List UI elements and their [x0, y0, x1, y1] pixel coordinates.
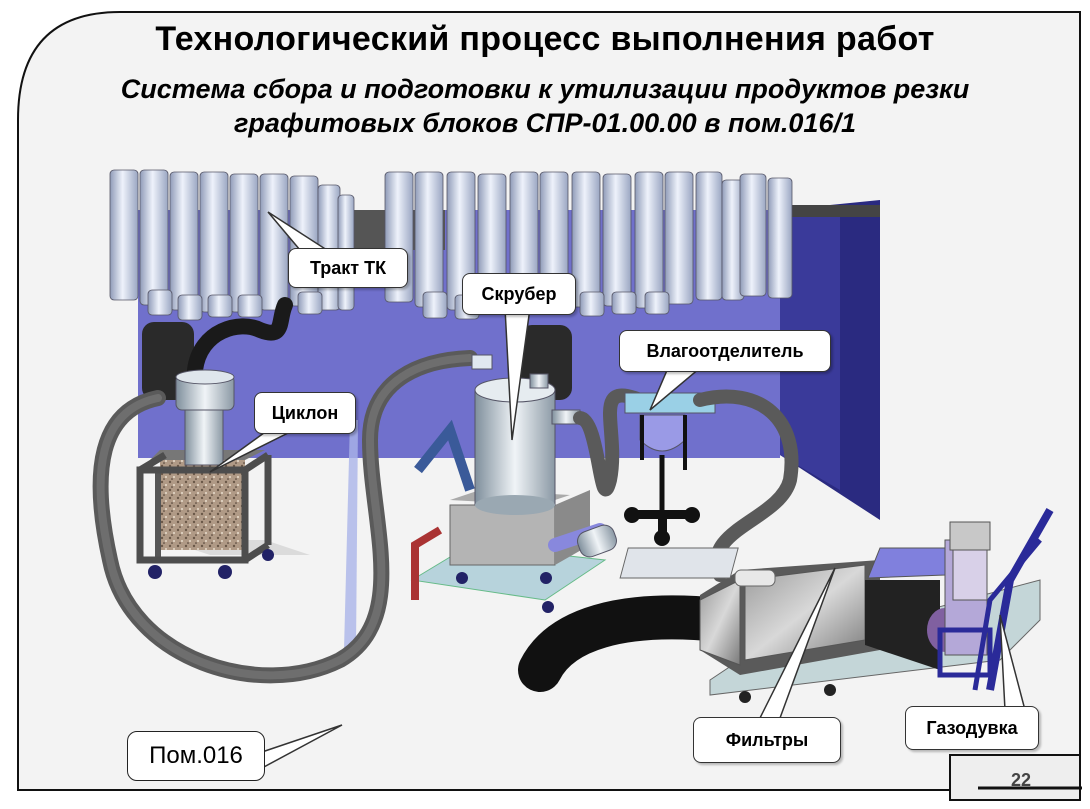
hose-main-inner	[96, 354, 474, 680]
hose-cyclone-inlet	[187, 297, 293, 378]
label-blower: Газодувка	[905, 706, 1039, 750]
slide-subtitle: Система сбора и подготовки к утилизации …	[0, 72, 1090, 140]
wall-top-dark	[780, 205, 880, 217]
pipe-group-left	[109, 169, 355, 321]
hose-scrubber-separator	[573, 388, 647, 497]
exhaust-hose	[518, 595, 742, 692]
label-scrubber: Скрубер	[462, 273, 576, 315]
page-number: 22	[1010, 769, 1031, 790]
cyclone-unit	[136, 369, 310, 579]
subtitle-line-2: графитовых блоков СПР-01.00.00 в пом.016…	[234, 108, 856, 138]
label-filters: Фильтры	[693, 717, 841, 763]
separator-unit	[624, 392, 716, 546]
callout-pointers	[209, 211, 1026, 770]
label-trakt: Тракт ТК	[288, 248, 408, 288]
hose-separator-filters	[693, 389, 799, 582]
glass-panel-left	[344, 420, 358, 650]
subtitle-line-1: Система сбора и подготовки к утилизации …	[120, 74, 970, 104]
slide-title: Технологический процесс выполнения работ	[155, 20, 935, 58]
label-room: Пом.016	[127, 731, 265, 781]
label-cyclone: Циклон	[254, 392, 356, 434]
label-separator: Влагоотделитель	[619, 330, 831, 372]
